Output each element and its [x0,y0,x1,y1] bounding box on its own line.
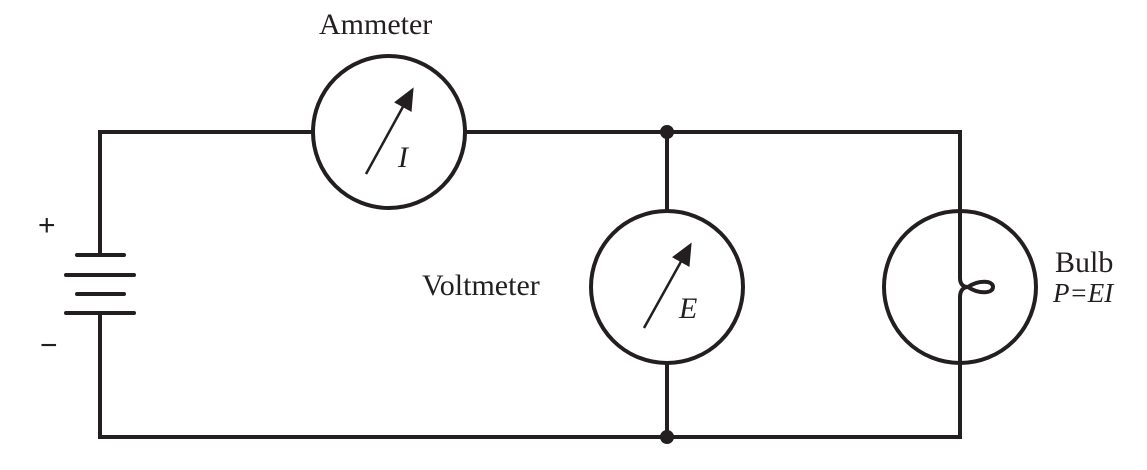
battery: + − [38,209,136,362]
bulb-label: Bulb [1055,246,1113,279]
voltmeter-needle-arrow-icon [642,242,692,329]
wire-left-top [98,130,315,257]
ammeter: I Ammeter [311,8,467,210]
voltmeter: E Voltmeter [422,209,745,365]
bulb: Bulb P=EI [882,209,1115,365]
bulb-formula: P=EI [1052,278,1115,308]
voltmeter-label: Voltmeter [422,269,540,302]
battery-plus-label: + [38,209,56,242]
ammeter-symbol: I [397,141,410,174]
wire-bottom [98,311,962,439]
voltmeter-symbol: E [678,292,697,325]
bulb-filament-icon [958,209,996,365]
battery-minus-label: − [40,329,58,362]
junction-dot-top [660,125,674,139]
junction-dot-bottom [660,430,674,444]
ammeter-label: Ammeter [319,8,432,41]
ammeter-needle-arrow-icon [364,87,414,175]
wires [98,130,962,439]
